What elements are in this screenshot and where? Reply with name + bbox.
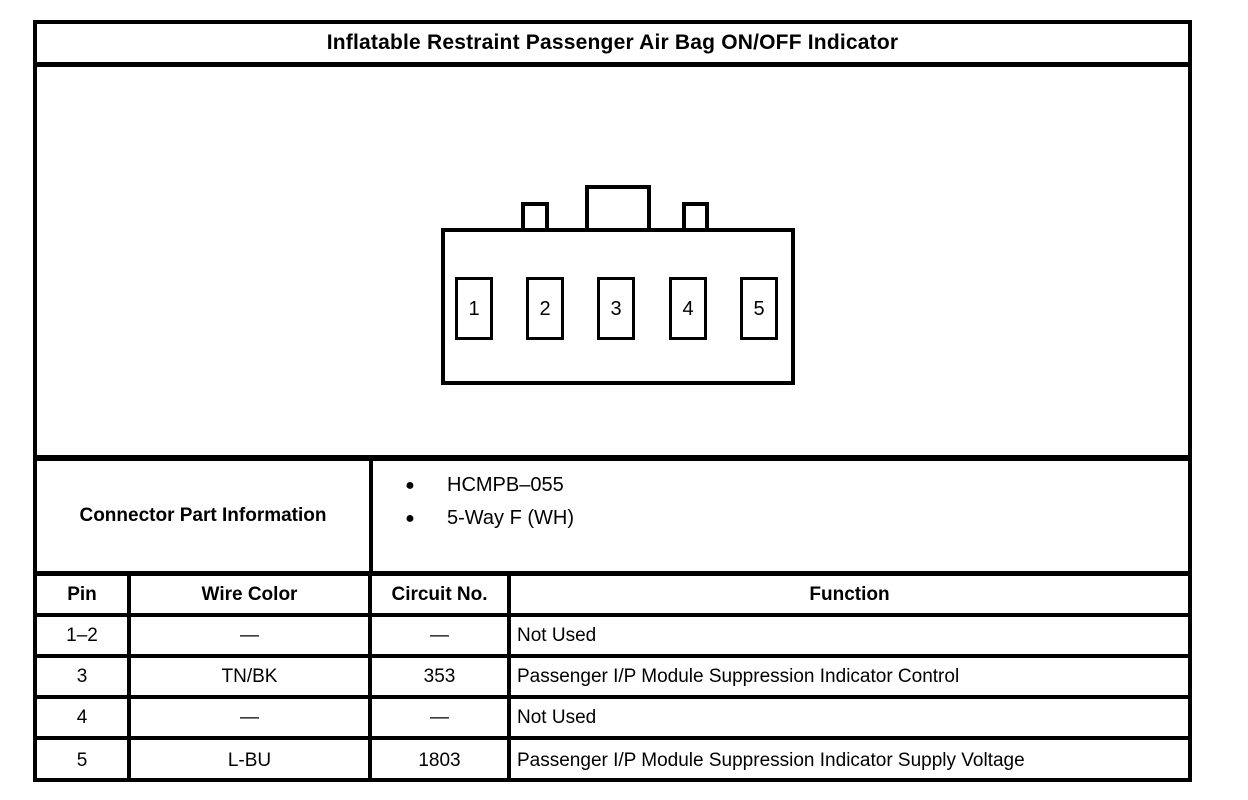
- table-row: 1–2 — — Not Used: [37, 617, 1188, 658]
- column-header-circuit-no: Circuit No.: [372, 576, 511, 613]
- connector-cavity-4-label: 4: [682, 297, 694, 320]
- cell-pin: 3: [37, 658, 131, 695]
- connector-cavity-3: 3: [597, 277, 635, 340]
- connector-cavity-1: 1: [455, 277, 493, 340]
- cell-function: Not Used: [517, 707, 597, 728]
- connector-diagram-area: 1 2 3 4 5: [37, 67, 1188, 461]
- connector-tab-left-icon: [521, 202, 549, 232]
- table-row: 5 L-BU 1803 Passenger I/P Module Suppres…: [37, 740, 1188, 781]
- cell-circuit-no: —: [372, 617, 511, 654]
- page-title: Inflatable Restraint Passenger Air Bag O…: [326, 31, 899, 54]
- connector-part-information-section: Connector Part Information ● HCMPB–055 ●…: [37, 461, 1188, 576]
- column-header-pin: Pin: [37, 576, 131, 613]
- list-item: ● HCMPB–055: [373, 469, 1188, 502]
- title-band: Inflatable Restraint Passenger Air Bag O…: [37, 24, 1188, 67]
- connector-cavity-5: 5: [740, 277, 778, 340]
- connector-cavity-row: 1 2 3 4 5: [437, 277, 797, 341]
- bullet-icon: ●: [405, 510, 415, 527]
- cell-circuit-no: 1803: [372, 740, 511, 781]
- connector-illustration: 1 2 3 4 5: [437, 185, 797, 390]
- connector-cavity-5-label: 5: [753, 297, 765, 320]
- pin-function-table: Pin Wire Color Circuit No. Function 1–2 …: [37, 576, 1188, 781]
- connector-tab-center-icon: [585, 185, 651, 232]
- connector-tab-right-icon: [682, 202, 709, 232]
- cell-circuit-no: 353: [372, 658, 511, 695]
- connector-part-information-label: Connector Part Information: [37, 461, 373, 571]
- connector-cavity-2-label: 2: [539, 297, 551, 320]
- cell-wire-color: —: [131, 617, 372, 654]
- connector-cavity-1-label: 1: [468, 297, 480, 320]
- cell-wire-color: L-BU: [131, 740, 372, 781]
- cell-function: Not Used: [517, 625, 597, 646]
- bullet-icon: ●: [405, 477, 415, 494]
- list-item: ● 5-Way F (WH): [373, 502, 1188, 535]
- cell-pin: 4: [37, 699, 131, 736]
- column-header-function: Function: [809, 584, 890, 605]
- connector-cavity-4: 4: [669, 277, 707, 340]
- connector-way-description: 5-Way F (WH): [447, 507, 575, 529]
- cell-circuit-no: —: [372, 699, 511, 736]
- table-row: 4 — — Not Used: [37, 699, 1188, 740]
- cell-function: Passenger I/P Module Suppression Indicat…: [517, 666, 960, 687]
- column-header-wire-color: Wire Color: [131, 576, 372, 613]
- connector-part-information-values: ● HCMPB–055 ● 5-Way F (WH): [373, 461, 1188, 571]
- connector-cavity-2: 2: [526, 277, 564, 340]
- table-row: 3 TN/BK 353 Passenger I/P Module Suppres…: [37, 658, 1188, 699]
- connector-cavity-3-label: 3: [610, 297, 622, 320]
- cell-pin: 1–2: [37, 617, 131, 654]
- document-frame: Inflatable Restraint Passenger Air Bag O…: [33, 20, 1192, 782]
- table-header-row: Pin Wire Color Circuit No. Function: [37, 576, 1188, 617]
- connector-part-number: HCMPB–055: [447, 474, 564, 496]
- cell-wire-color: —: [131, 699, 372, 736]
- cell-wire-color: TN/BK: [131, 658, 372, 695]
- cell-pin: 5: [37, 740, 131, 781]
- cell-function: Passenger I/P Module Suppression Indicat…: [517, 750, 1025, 771]
